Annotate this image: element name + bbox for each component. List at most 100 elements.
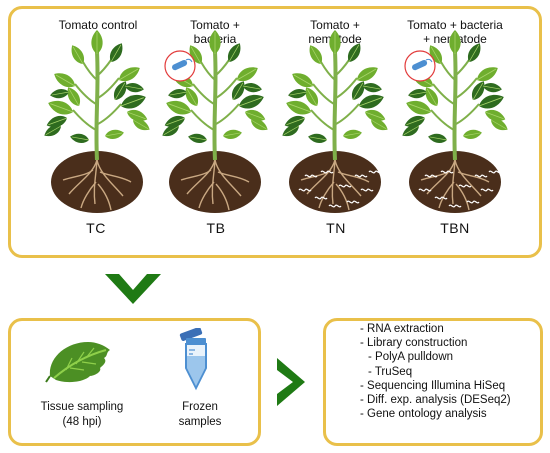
root xyxy=(214,159,242,197)
bacteria-icon xyxy=(412,59,428,71)
root xyxy=(68,159,98,195)
root xyxy=(455,183,470,211)
root xyxy=(451,159,456,205)
nematode xyxy=(368,170,382,174)
leaf-icon xyxy=(45,342,110,383)
leaf-vein xyxy=(250,119,267,130)
plant-tbn xyxy=(402,30,508,213)
protocol-list: - RNA extraction - Library construction … xyxy=(360,322,511,421)
root xyxy=(96,159,124,197)
branch xyxy=(96,59,112,77)
condition-code-tbn: TBN xyxy=(440,220,470,236)
condition-code-tn: TN xyxy=(326,220,346,236)
leaf-vein xyxy=(286,117,306,126)
root xyxy=(335,183,350,211)
leaf-vein xyxy=(168,103,192,113)
leaf-vein xyxy=(478,97,502,107)
leaf-vein xyxy=(356,68,377,81)
leaf-vein xyxy=(169,91,188,96)
leaf-vein xyxy=(228,44,240,63)
leaf-vein xyxy=(124,85,143,90)
nematode xyxy=(424,174,438,178)
nematode xyxy=(338,184,352,188)
leaf-vein xyxy=(244,111,264,120)
nematode xyxy=(304,174,318,178)
root xyxy=(331,159,336,205)
leaf-vein xyxy=(406,117,426,126)
root xyxy=(454,159,482,197)
nematode xyxy=(354,174,368,178)
plant-tn xyxy=(282,30,388,213)
protocol-step: - Library construction xyxy=(360,337,468,350)
condition-code-tb: TB xyxy=(206,220,226,236)
branch xyxy=(454,59,470,77)
tube-icon xyxy=(179,328,207,391)
leaf-vein xyxy=(48,117,68,126)
branch xyxy=(310,109,335,131)
leaf-vein xyxy=(490,119,507,130)
root xyxy=(97,183,112,211)
leaf-vein xyxy=(306,88,318,107)
leaf-vein xyxy=(45,125,62,136)
stem xyxy=(212,51,218,161)
soil xyxy=(409,151,501,213)
protocol-step: - Diff. exp. analysis (DESeq2) xyxy=(360,394,511,407)
branch xyxy=(192,83,215,105)
branch xyxy=(215,103,240,125)
plant-tc xyxy=(44,30,150,213)
tissue-sampling-line1: Tissue sampling xyxy=(40,401,124,413)
leaf-vein xyxy=(126,111,146,120)
root xyxy=(438,181,455,209)
branch xyxy=(320,61,336,81)
leaf-vein xyxy=(462,132,481,137)
root xyxy=(93,159,98,205)
nematode xyxy=(466,200,480,204)
root xyxy=(99,171,132,183)
branch xyxy=(335,103,360,125)
branch xyxy=(455,77,478,99)
root xyxy=(198,181,215,209)
tissue-sampling-label: Tissue sampling (48 hpi) xyxy=(22,400,142,430)
leaf-vein xyxy=(50,103,74,113)
leaf-vein xyxy=(189,136,208,141)
leaf-vein xyxy=(55,74,76,87)
leaf-vein xyxy=(104,132,123,137)
leaf-vein xyxy=(482,85,501,90)
protocol-step: - Sequencing Illumina HiSeq xyxy=(360,379,506,392)
nematode xyxy=(434,196,448,200)
soil xyxy=(289,151,381,213)
plants-illustration xyxy=(44,30,508,213)
condition-label-tc: Tomato control xyxy=(38,18,158,32)
leaf-vein xyxy=(118,68,139,81)
nematode xyxy=(474,174,488,178)
root xyxy=(217,171,250,183)
branch xyxy=(190,109,215,131)
frozen-samples-label: Frozen samples xyxy=(160,400,240,430)
leaf-vein xyxy=(476,68,497,81)
leaf-vein xyxy=(71,136,90,141)
leaf-vein xyxy=(342,132,361,137)
leaf-vein xyxy=(242,85,261,90)
protocol-substep: - PolyA pulldown xyxy=(368,351,454,364)
down-arrow-icon xyxy=(105,274,161,304)
stem xyxy=(94,51,100,161)
frozen-samples-line1: Frozen xyxy=(182,401,218,413)
root xyxy=(211,159,216,205)
branch xyxy=(82,61,98,81)
leaf-vein xyxy=(236,68,257,81)
condition-code-tc: TC xyxy=(86,220,106,236)
leaf-vein xyxy=(348,44,360,63)
leaf-vein xyxy=(114,82,126,101)
stem xyxy=(332,51,338,161)
root xyxy=(318,181,335,209)
protocol-step: - RNA extraction xyxy=(360,323,444,335)
stem xyxy=(452,51,458,161)
nematode xyxy=(346,200,360,204)
leaf-vein xyxy=(238,97,262,107)
leaf-vein xyxy=(232,82,244,101)
leaf-vein xyxy=(370,119,387,130)
branch xyxy=(312,83,335,105)
branch xyxy=(432,83,455,105)
branch xyxy=(430,109,455,131)
leaf-vein xyxy=(222,132,241,137)
